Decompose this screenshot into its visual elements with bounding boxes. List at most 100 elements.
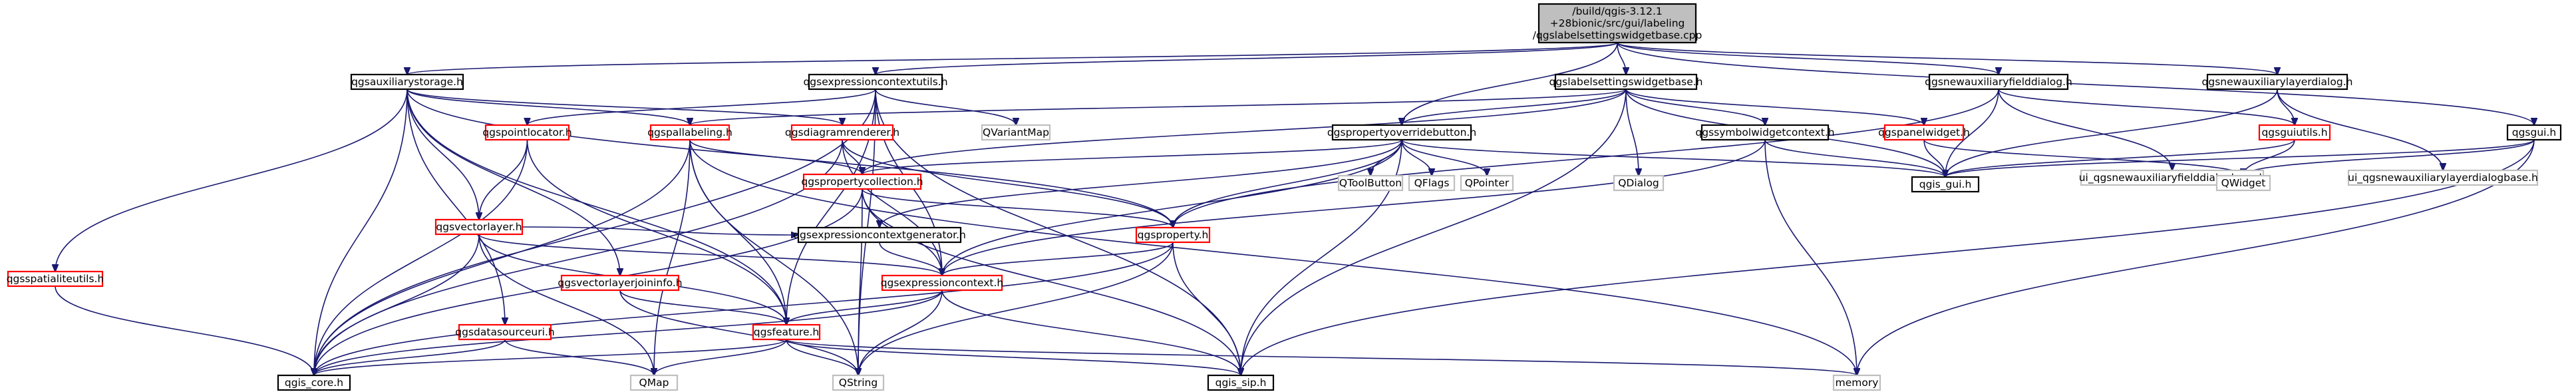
node-qgslabelsettingswidgetbase[interactable]: qgslabelsettingswidgetbase.h [1549,73,1703,91]
node-box-qgssymbolwidgetcontext [1700,124,1830,141]
node-box-qgsgui [2506,124,2562,141]
edge-qgsauxiliarystorage-to-qgsspatialiteutils [55,89,408,272]
edge-qgsnewauxiliaryfielddialog-to-qgis_gui [1945,89,1999,177]
node-qgis_core[interactable]: qgis_core.h [277,374,351,391]
node-qgspropertyoverridebutton[interactable]: qgspropertyoverridebutton.h [1327,124,1476,141]
edge-qgspanelwidget-to-qwidget [1923,139,2243,176]
node-label-qgspropertyoverridebutton: qgspropertyoverridebutton.h [1327,126,1476,138]
node-qpointer[interactable]: QPointer [1460,174,1514,192]
edge-root-to-qgslabelsettingswidgetbase [1617,42,1626,75]
edge-qgslabelsettingswidgetbase-to-qgspropertycollection [862,89,1627,174]
node-qvariantmap[interactable]: QVariantMap [981,124,1051,141]
edge-qgsfeature-to-qgis_core [314,339,787,375]
node-qgspointlocator[interactable]: qgspointlocator.h [482,124,572,141]
edge-qgsfeature-to-qgis_sip [786,339,1241,375]
edge-qgspropertyoverridebutton-to-qgis_gui [1401,139,1945,177]
node-qgspallabeling[interactable]: qgspallabeling.h [647,124,732,141]
edge-qgsnewauxiliarylayerdialog-to-qgsguiutils [2277,89,2295,125]
node-box-qflags [1408,174,1456,192]
node-box-qgspallabeling [649,124,730,141]
node-label-qgsauxiliarystorage: qgsauxiliarystorage.h [351,76,463,88]
edge-qgsproperty-to-qgis_core [314,242,1174,375]
edge-qgspointlocator-to-qgsfeature [526,139,787,325]
edge-qgsauxiliarystorage-to-qgspallabeling [406,89,690,125]
node-box-qgsfeature [752,323,821,341]
edge-qgsnewauxiliaryfielddialog-to-qgsguiutils [1998,89,2295,125]
node-box-qgsexpressioncontextutils [808,73,943,91]
node-box-qgspropertyoverridebutton [1331,124,1472,141]
edge-qgsguiutils-to-qgis_gui [1945,139,2295,177]
node-qgsexpressioncontextgenerator[interactable]: qgsexpressioncontextgenerator.h [793,226,966,244]
edge-qgspallabeling-to-memory [689,139,1857,375]
edge-root-to-qgsnewauxiliarylayerdialog [1617,42,2277,75]
edge-qgslabelsettingswidgetbase-to-qgspropertyoverridebutton [1402,89,1627,125]
edge-qgsproperty-to-qgsexpressioncontext [942,242,1174,276]
node-qgsexpressioncontext[interactable]: qgsexpressioncontext.h [881,274,1004,292]
edge-qgslabelsettingswidgetbase-to-qgspanelwidget [1625,89,1924,125]
node-box-qwidget [2215,174,2271,192]
edge-qgspropertyoverridebutton-to-qgsexpressioncontext [942,139,1402,276]
node-root[interactable]: /build/qgis-3.12.1+28bionic/src/gui/labe… [1533,3,1702,44]
node-box-qgis_gui [1911,176,1980,193]
node-box-qgspanelwidget [1883,124,1965,141]
node-qgsnewauxiliaryfielddialog[interactable]: qgsnewauxiliaryfielddialog.h [1925,73,2072,91]
node-qgsproperty[interactable]: qgsproperty.h [1135,226,1211,244]
edge-root-to-qgsauxiliarystorage [407,42,1618,75]
node-box-qgsexpressioncontextgenerator [797,226,962,244]
node-qstring[interactable]: QString [832,374,885,391]
node-qgsvectorlayer[interactable]: qgsvectorlayer.h [434,218,524,236]
node-label-qgis_core: qgis_core.h [285,377,343,389]
edge-qgspropertyoverridebutton-to-qgsexpressioncontextgenerator [880,139,1402,228]
node-box-qgsspatialiteutils [7,270,104,288]
node-qflags[interactable]: QFlags [1408,174,1456,192]
edge-qgslabelsettingswidgetbase-to-qgis_sip [1241,89,1627,375]
edge-qgspallabeling-to-qgsfeature [689,139,786,325]
node-label-qmap: QMap [639,377,669,389]
edge-qgssymbolwidgetcontext-to-memory [1764,139,1857,375]
node-qgis_sip[interactable]: qgis_sip.h [1207,374,1275,391]
node-ui_layerdialogbase[interactable]: ui_qgsnewauxiliarylayerdialogbase.h [2347,169,2539,186]
edge-qgsdatasourceuri-to-qgis_core [314,339,506,375]
node-label-qvariantmap: QVariantMap [983,126,1049,138]
node-qgsspatialiteutils[interactable]: qgsspatialiteutils.h [7,270,104,288]
node-qgsguiutils[interactable]: qgsguiutils.h [2258,124,2331,141]
node-label-qgsvectorlayerjoininfo: qgsvectorlayerjoininfo.h [558,277,682,289]
node-box-qgsvectorlayer [434,218,524,236]
node-memory[interactable]: memory [1832,374,1881,391]
node-qgsgui[interactable]: qgsgui.h [2506,124,2562,141]
edge-qgsauxiliarystorage-to-qgsdiagramrenderer [406,89,842,125]
node-box-qgspointlocator [484,124,570,141]
node-qtoolbutton[interactable]: QToolButton [1337,174,1404,192]
edge-qgspallabeling-to-qmap [654,139,691,375]
node-qgsvectorlayerjoininfo[interactable]: qgsvectorlayerjoininfo.h [558,274,683,292]
node-qgspanelwidget[interactable]: qgspanelwidget.h [1878,124,1970,141]
edge-qgspropertyoverridebutton-to-qflags [1401,139,1432,176]
node-label-qgsgui: qgsgui.h [2512,126,2556,138]
node-qmap[interactable]: QMap [629,374,679,391]
edge-qgspropertyoverridebutton-to-qgsproperty [1173,139,1402,228]
node-qwidget[interactable]: QWidget [2215,174,2271,192]
edge-qgsgui-to-qgis_gui [1945,139,2535,177]
node-qdialog[interactable]: QDialog [1613,174,1665,192]
node-qgsauxiliarystorage[interactable]: qgsauxiliarystorage.h [350,73,464,91]
node-label-qgsproperty: qgsproperty.h [1138,229,1209,241]
node-label-root: +28bionic/src/gui/labeling [1550,17,1685,29]
node-label-qgsspatialiteutils: qgsspatialiteutils.h [7,273,104,285]
node-qgssymbolwidgetcontext[interactable]: qgssymbolwidgetcontext.h [1695,124,1835,141]
node-label-qgsexpressioncontextgenerator: qgsexpressioncontextgenerator.h [793,229,966,241]
node-label-qgsdiagramrenderer: qgsdiagramrenderer.h [785,126,899,138]
node-box-qgspropertycollection [802,173,922,190]
node-qgsnewauxiliarylayerdialog[interactable]: qgsnewauxiliarylayerdialog.h [2202,73,2353,91]
node-qgsdiagramrenderer[interactable]: qgsdiagramrenderer.h [785,124,899,141]
node-box-qgsvectorlayerjoininfo [560,274,680,292]
node-qgsdatasourceuri[interactable]: qgsdatasourceuri.h [455,323,555,341]
edge-qgsexpressioncontext-to-qgsfeature [786,290,943,325]
edge-qgsvectorlayer-to-qmap [478,234,654,375]
node-qgsfeature[interactable]: qgsfeature.h [752,323,821,341]
node-qgspropertycollection[interactable]: qgspropertycollection.h [801,173,923,190]
node-qgis_gui[interactable]: qgis_gui.h [1911,176,1980,193]
node-label-qgspanelwidget: qgspanelwidget.h [1878,126,1970,138]
node-qgsexpressioncontextutils[interactable]: qgsexpressioncontextutils.h [803,73,948,91]
node-label-qgspointlocator: qgspointlocator.h [482,126,571,138]
edge-qgslabelsettingswidgetbase-to-qgspallabeling [690,89,1627,125]
